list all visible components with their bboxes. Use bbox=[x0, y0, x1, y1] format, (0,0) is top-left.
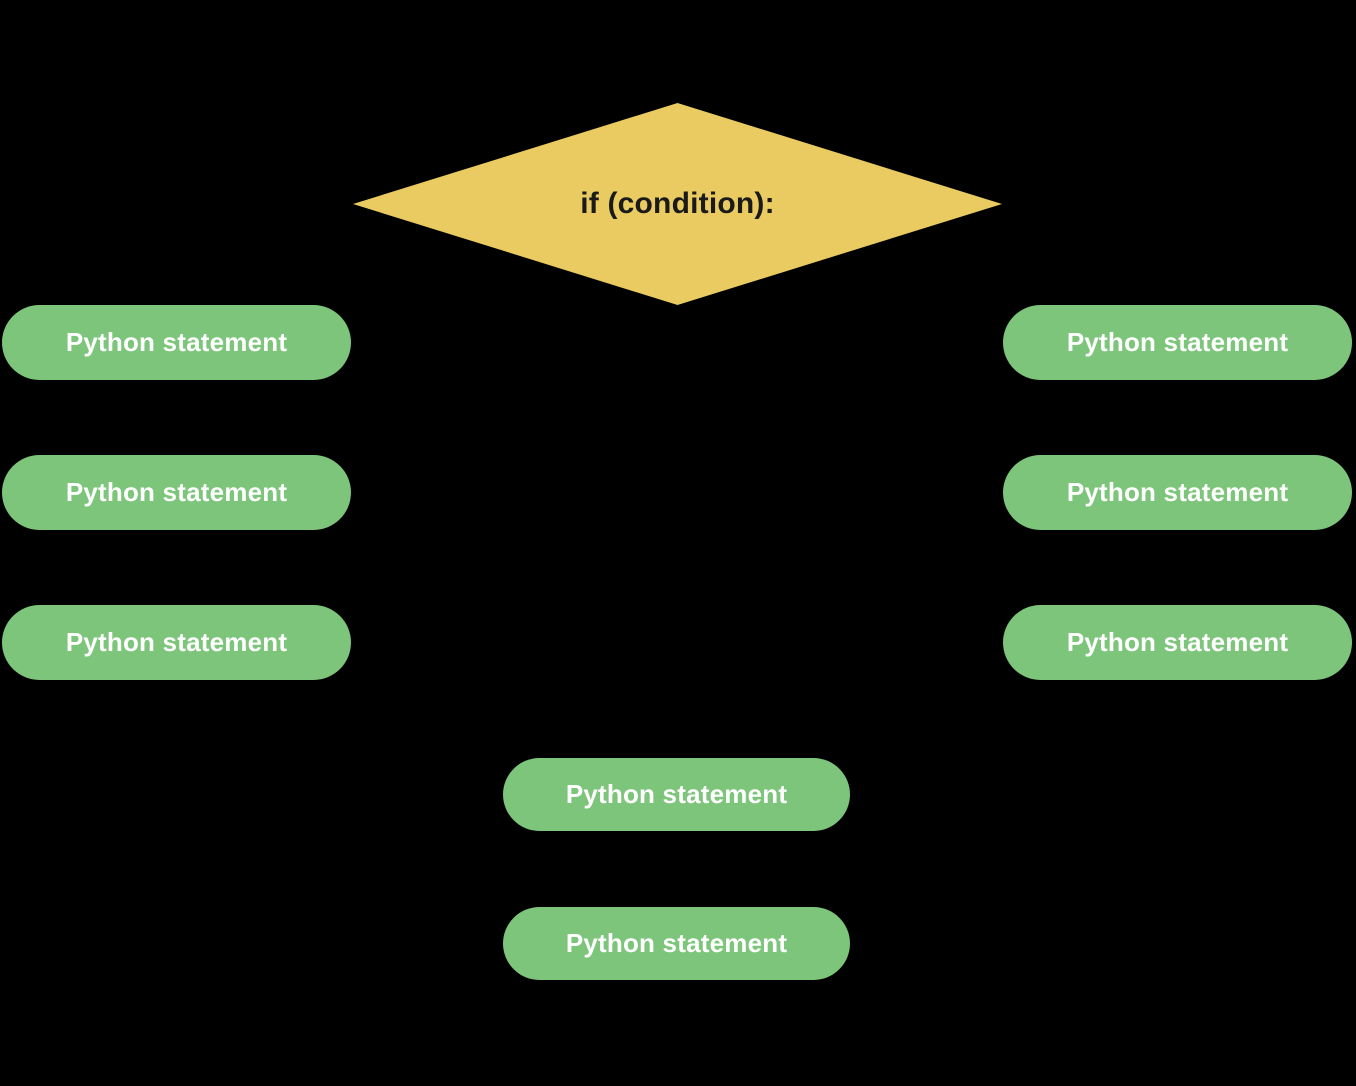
statement-label: Python statement bbox=[1066, 627, 1289, 657]
statement-label: Python statement bbox=[1066, 477, 1289, 507]
statement-label: Python statement bbox=[65, 327, 288, 357]
statement-pill-right-1: Python statement bbox=[1003, 305, 1352, 380]
statement-pill-right-3: Python statement bbox=[1003, 605, 1352, 680]
statement-label: Python statement bbox=[565, 928, 788, 958]
decision-diamond: if (condition): bbox=[353, 103, 1002, 305]
decision-label: if (condition): bbox=[580, 187, 775, 220]
statement-label: Python statement bbox=[65, 627, 288, 657]
statement-label: Python statement bbox=[1066, 327, 1289, 357]
statement-pill-center-2: Python statement bbox=[503, 907, 850, 980]
statement-pill-center-1: Python statement bbox=[503, 758, 850, 831]
statement-pill-left-3: Python statement bbox=[2, 605, 351, 680]
statement-pill-right-2: Python statement bbox=[1003, 455, 1352, 530]
statement-pill-left-1: Python statement bbox=[2, 305, 351, 380]
statement-pill-left-2: Python statement bbox=[2, 455, 351, 530]
statement-label: Python statement bbox=[565, 779, 788, 809]
statement-label: Python statement bbox=[65, 477, 288, 507]
